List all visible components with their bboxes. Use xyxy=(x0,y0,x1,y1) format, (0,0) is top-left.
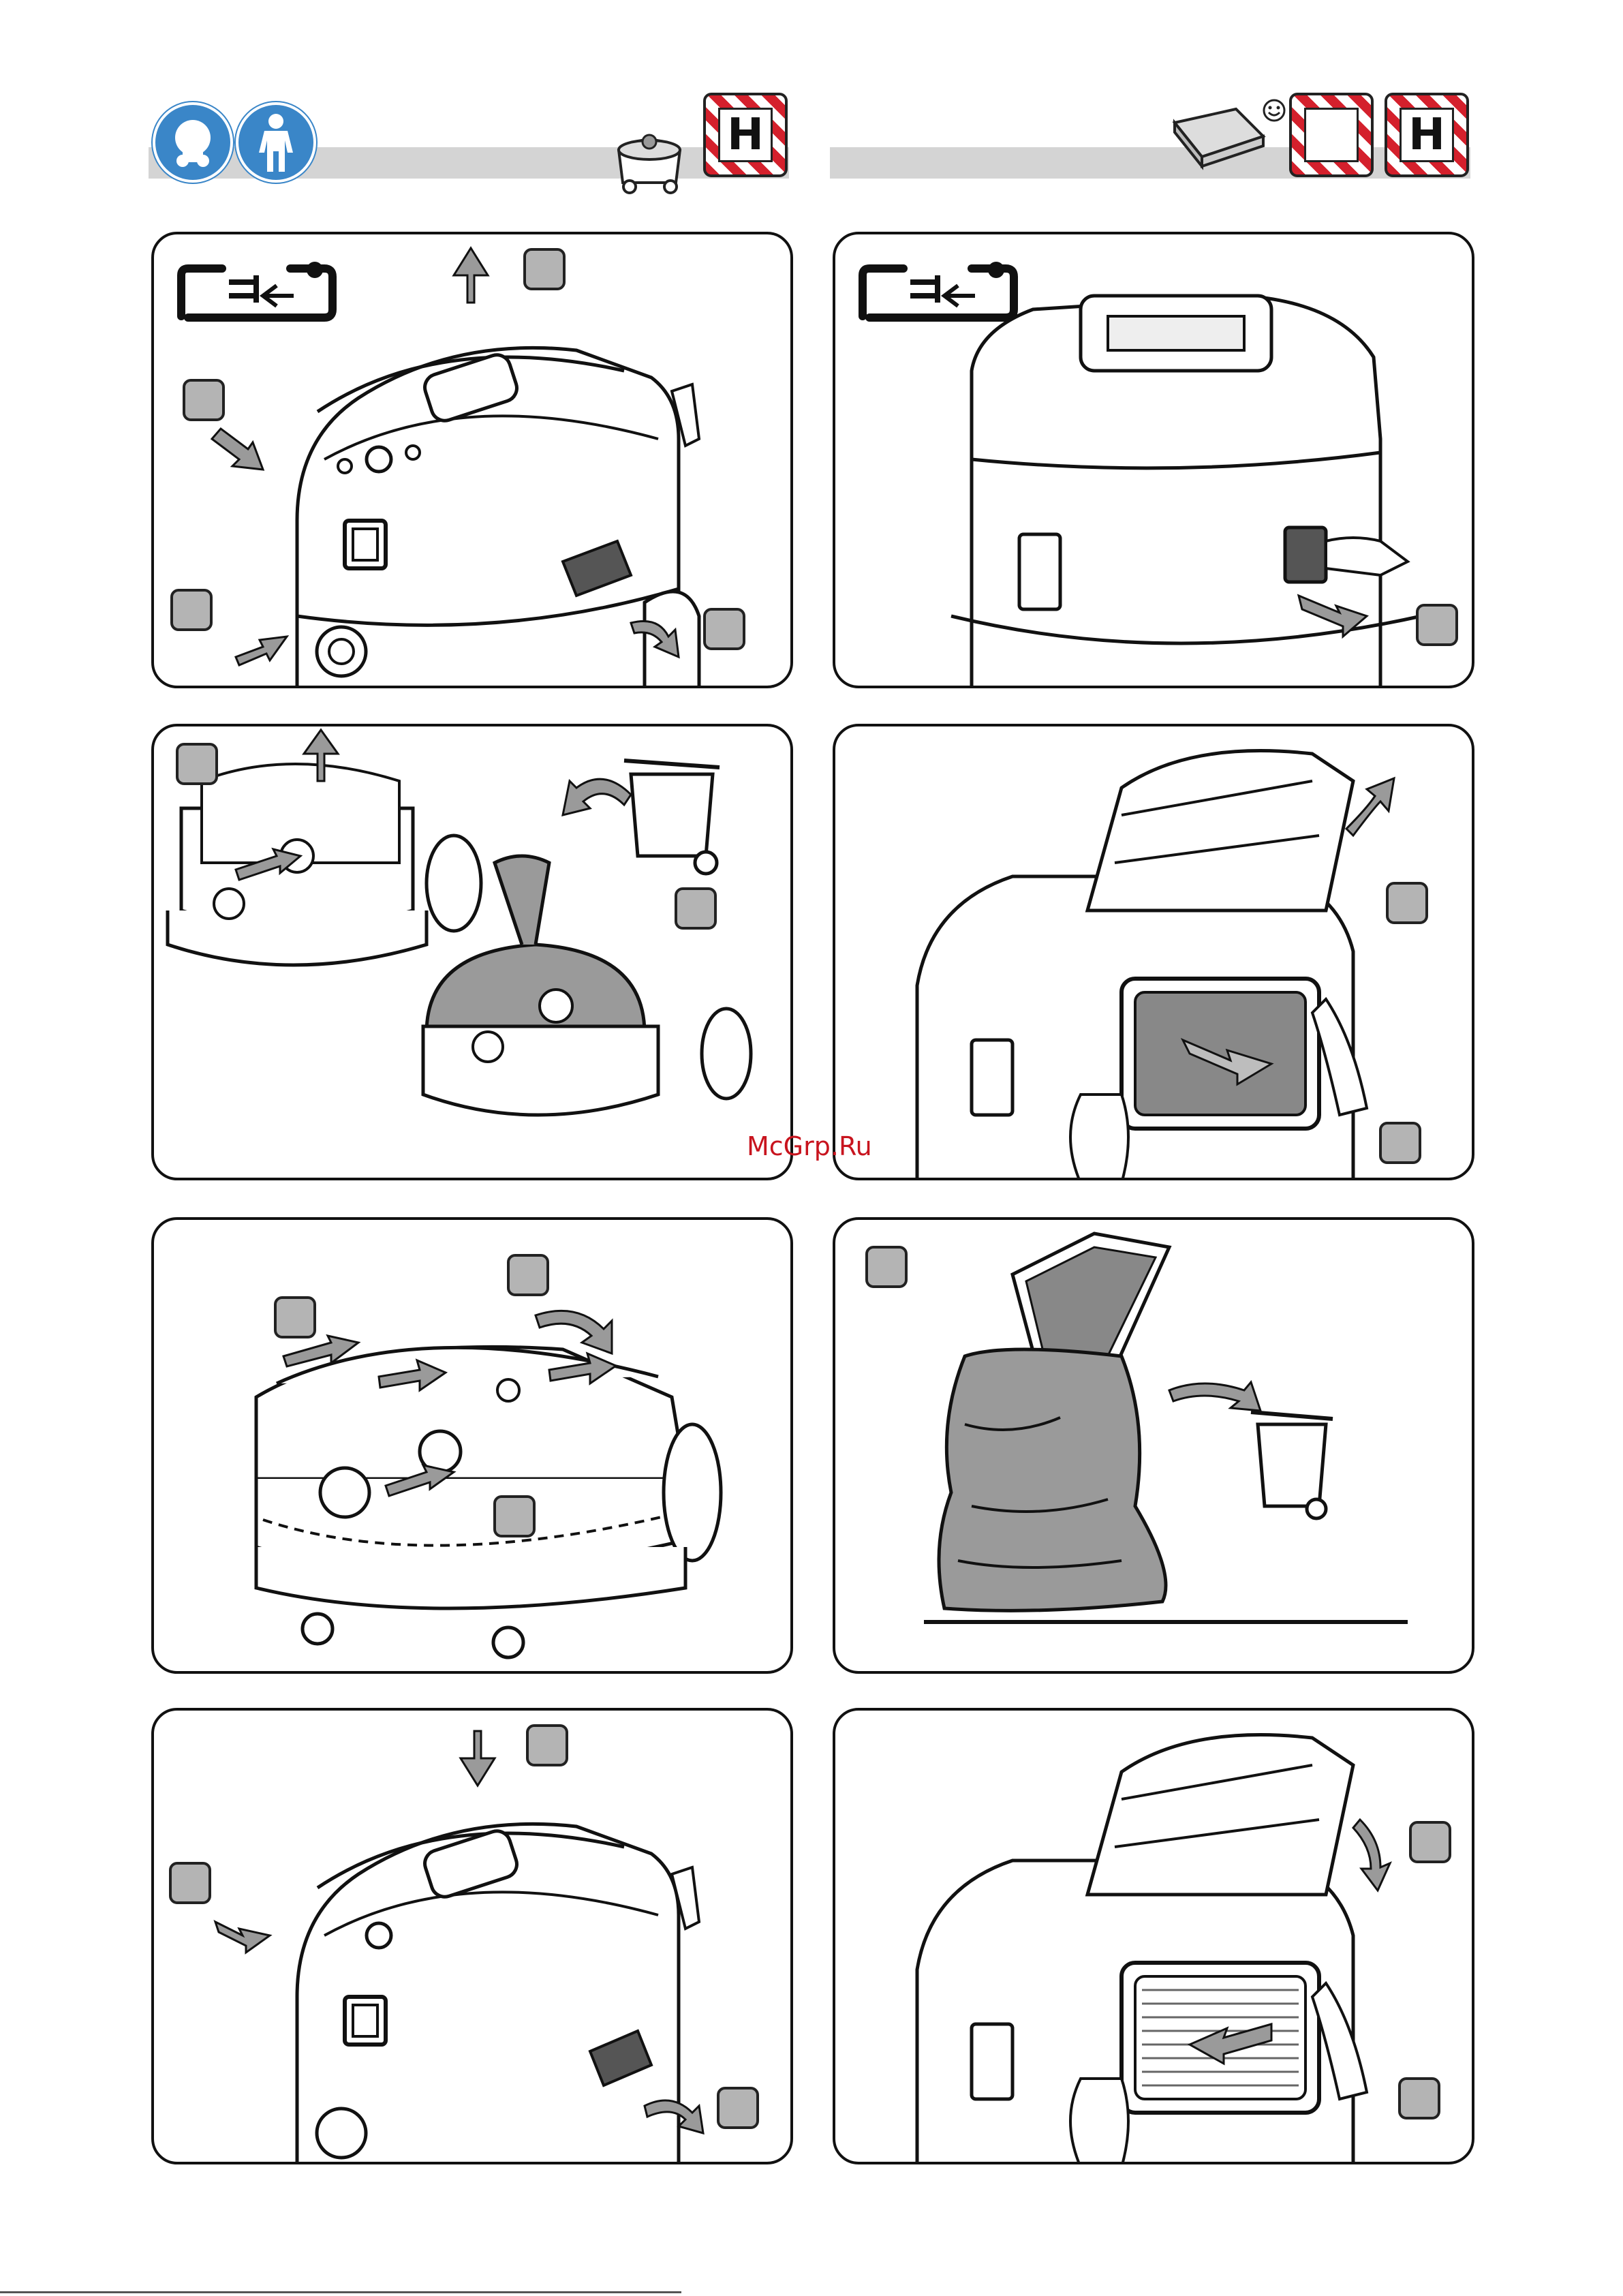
step-marker xyxy=(523,248,566,290)
step-panel-8 xyxy=(833,1708,1474,2164)
hazard-letter: H xyxy=(1400,108,1454,162)
step-panel-6 xyxy=(833,1217,1474,1674)
step-marker xyxy=(176,743,218,785)
hazard-blank xyxy=(1304,108,1359,162)
smiley-icon xyxy=(1262,98,1286,123)
step-panel-2 xyxy=(833,232,1474,688)
step-panel-5 xyxy=(151,1217,793,1674)
header-bar-right xyxy=(830,147,1470,179)
step-panel-1 xyxy=(151,232,793,688)
step-marker xyxy=(1416,604,1458,646)
step-marker xyxy=(274,1296,316,1338)
hazard-class-blank-badge xyxy=(1289,93,1374,177)
step-marker xyxy=(717,2087,759,2129)
step-panel-4 xyxy=(833,724,1474,1180)
step-marker xyxy=(1379,1122,1421,1164)
step-marker xyxy=(526,1724,568,1766)
step-marker xyxy=(1386,882,1428,924)
step-panel-3 xyxy=(151,724,793,1180)
footer-rule xyxy=(0,2291,681,2293)
hazard-class-h-badge-left: H xyxy=(703,93,788,177)
watermark: McGrp.Ru xyxy=(747,1131,872,1161)
step-marker xyxy=(183,379,225,421)
step-marker xyxy=(703,608,745,650)
step-marker xyxy=(675,887,717,930)
hazard-letter: H xyxy=(718,108,773,162)
respirator-mask-icon xyxy=(153,102,233,183)
step-marker xyxy=(169,1862,211,1904)
step-marker xyxy=(1398,2077,1440,2119)
protective-suit-icon xyxy=(236,102,316,183)
step-marker xyxy=(170,589,213,631)
step-panel-7 xyxy=(151,1708,793,2164)
step-marker xyxy=(493,1495,536,1537)
step-marker xyxy=(1409,1821,1451,1863)
step-marker xyxy=(865,1246,908,1288)
hazard-class-h-badge-right: H xyxy=(1385,93,1469,177)
step-marker xyxy=(507,1254,549,1296)
vacuum-cleaner-icon xyxy=(605,109,694,198)
filter-cassette-icon xyxy=(1168,102,1270,170)
